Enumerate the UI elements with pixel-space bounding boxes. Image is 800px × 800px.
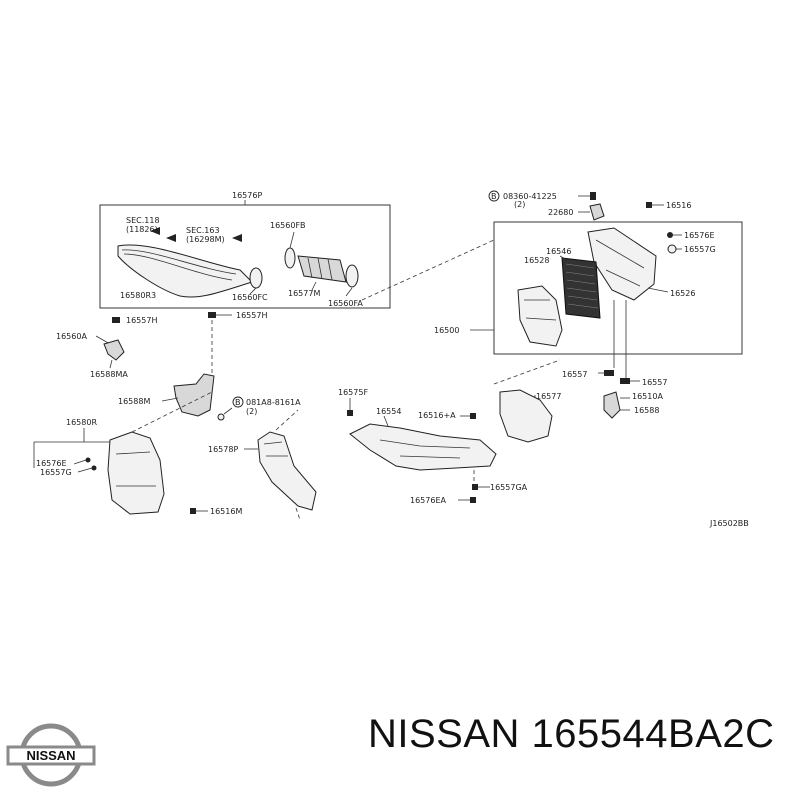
screw-16516M [190, 508, 196, 514]
screw-16516 [646, 202, 652, 208]
label-16577M: 16577M [288, 289, 320, 298]
air-duct-16580R3 [117, 244, 253, 298]
label-16510A: 16510A [632, 392, 663, 401]
label-16557GA: 16557GA [490, 483, 528, 492]
grommet-16557GA [472, 484, 478, 490]
clamp-16560FB [284, 247, 296, 269]
bellows-hose-16577M [297, 255, 347, 283]
screw-16516-A [470, 413, 476, 419]
label-081A8-qty: (2) [246, 407, 257, 416]
label-16557-right: 16557 [642, 378, 667, 387]
grommet-16576EA [470, 497, 476, 503]
clip-16575F [347, 410, 353, 416]
sensor-22680 [589, 203, 605, 221]
air-cleaner-cover-16526 [587, 227, 657, 301]
label-16577: 16577 [536, 392, 561, 401]
logo-wordmark: NISSAN [26, 748, 75, 763]
label-16516M: 16516M [210, 507, 242, 516]
bolt-08360-41225 [590, 192, 596, 200]
arrow-icon [232, 234, 242, 242]
clamp-16560FA [345, 264, 359, 288]
label-22680: 22680 [548, 208, 573, 217]
grommet-16557H [112, 317, 120, 323]
label-16546: 16546 [546, 247, 571, 256]
clamp-16560FC [249, 267, 263, 289]
arrow-icon [150, 227, 160, 235]
b-circle-icon [488, 190, 500, 202]
b-circle-icon [232, 396, 244, 408]
label-16500: 16500 [434, 326, 459, 335]
label-sec118-sub: (11826) [126, 225, 158, 234]
label-16516: 16516 [666, 201, 691, 210]
label-16557G-right: 16557G [684, 245, 716, 254]
label-08360-qty: (2) [514, 200, 525, 209]
air-duct-16554 [349, 423, 497, 471]
label-sec163-sub: (16298M) [186, 235, 225, 244]
nissan-logo: NISSAN [6, 723, 96, 787]
grommet-16557H [208, 312, 216, 318]
label-16588MA: 16588MA [90, 370, 128, 379]
bracket-16588 [603, 391, 621, 419]
label-16557G-left: 16557G [40, 468, 72, 477]
label-16528: 16528 [524, 256, 549, 265]
grommet-16557 [620, 378, 630, 384]
label-16575F: 16575F [338, 388, 368, 397]
label-16560FB: 16560FB [270, 221, 306, 230]
air-cleaner-body-16528 [517, 285, 563, 347]
label-16580R: 16580R [66, 418, 97, 427]
label-16560FC: 16560FC [232, 293, 268, 302]
arrow-icon [166, 234, 176, 242]
label-16588: 16588 [634, 406, 659, 415]
label-16557-left: 16557 [562, 370, 587, 379]
label-16576EA: 16576EA [410, 496, 447, 505]
label-sec118: SEC.118 [126, 216, 160, 225]
label-08360-41225: 08360-41225 [503, 192, 557, 201]
label-b-circle-2: B [491, 192, 497, 201]
seal-16577 [499, 389, 553, 443]
label-16560A: 16560A [56, 332, 87, 341]
group-box-16500 [493, 221, 743, 355]
label-sec163: SEC.163 [186, 226, 220, 235]
label-b-circle-1: B [235, 398, 241, 407]
reference-code: J16502BB [709, 519, 749, 528]
label-16516-A: 16516+A [418, 411, 456, 420]
bracket-16588MA [103, 339, 125, 361]
label-16560FA: 16560FA [328, 299, 363, 308]
bolt-081A8 [217, 413, 225, 421]
label-16526: 16526 [670, 289, 695, 298]
label-081A8-8161A: 081A8-8161A [246, 398, 301, 407]
duct-16578P [257, 431, 317, 511]
part-number-title: NISSAN 165544BA2C [368, 712, 775, 756]
label-16557H-left: 16557H [126, 316, 157, 325]
label-16557H-center: 16557H [236, 311, 267, 320]
bracket-16588M [173, 373, 215, 417]
label-16576E-left: 16576E [36, 459, 67, 468]
grommet-16557 [604, 370, 614, 376]
resonator-16580R [107, 431, 165, 515]
label-16576E-right: 16576E [684, 231, 715, 240]
label-16588M: 16588M [118, 397, 150, 406]
label-16578P: 16578P [208, 445, 238, 454]
label-16554: 16554 [376, 407, 401, 416]
label-16580R3: 16580R3 [120, 291, 156, 300]
label-16576P: 16576P [232, 191, 262, 200]
